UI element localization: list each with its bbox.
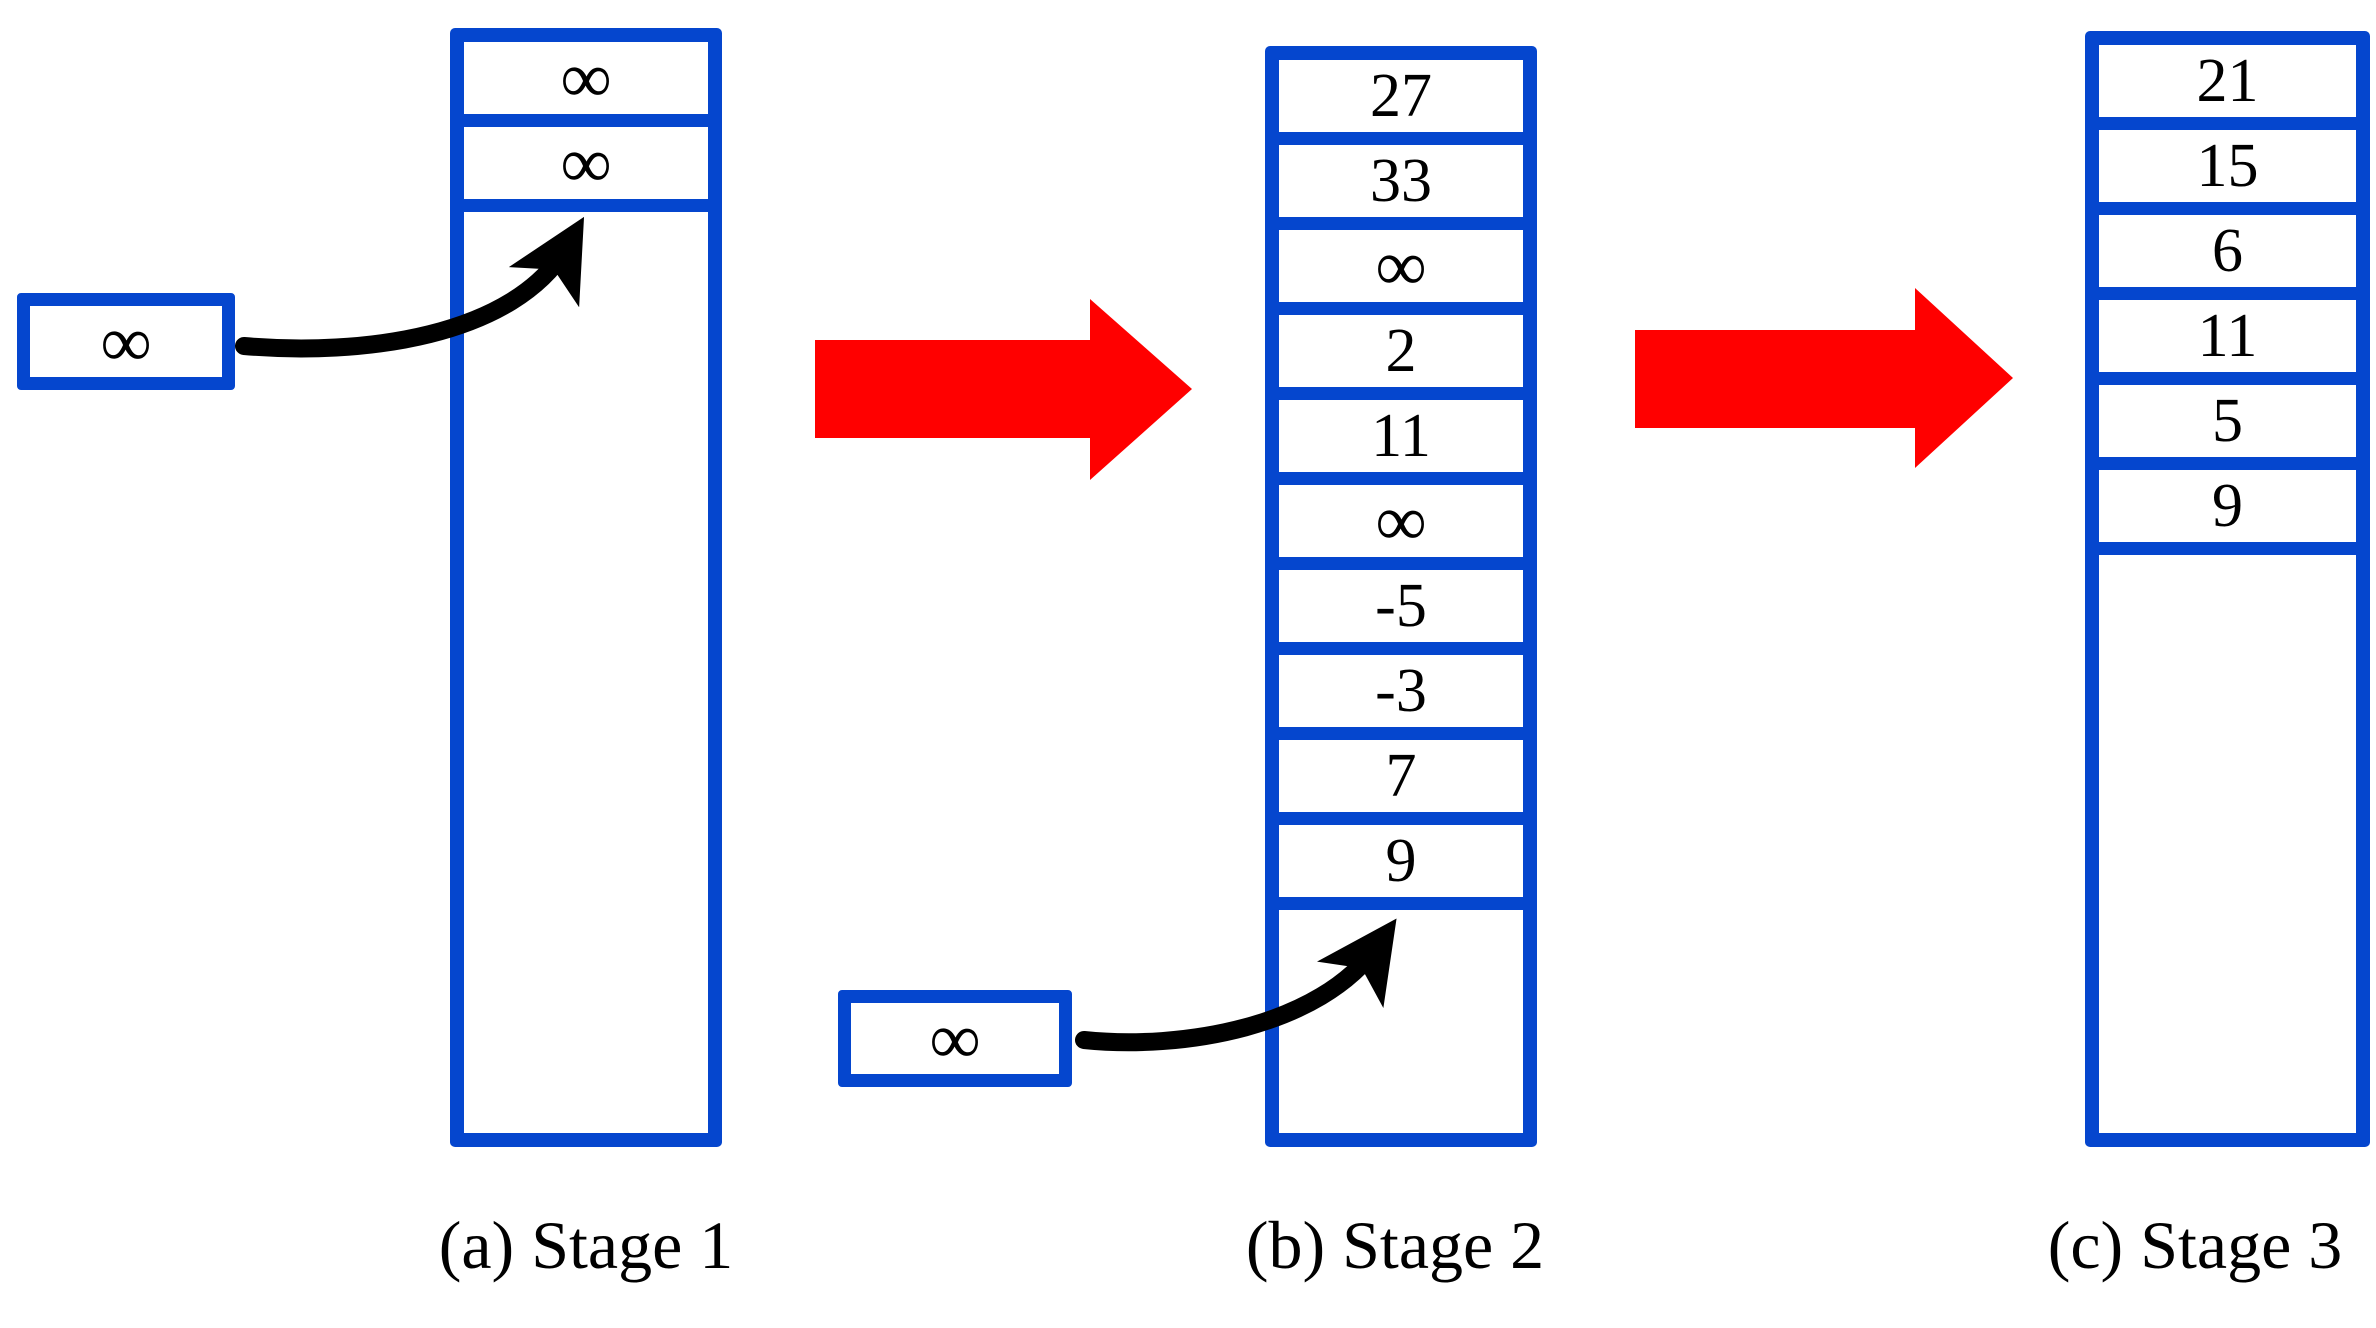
array-cell: 5: [2099, 385, 2356, 470]
stage2-pending-value: ∞: [929, 998, 981, 1079]
array-cell: 27: [1279, 60, 1523, 145]
array-cell: ∞: [464, 42, 708, 127]
array-cell: 6: [2099, 215, 2356, 300]
array-cell: 33: [1279, 145, 1523, 230]
stage3-caption: (c) Stage 3: [2047, 1207, 2343, 1283]
array-cell: 15: [2099, 130, 2356, 215]
array-cell: ∞: [464, 127, 708, 212]
stage2-pending-value-box: ∞: [838, 990, 1072, 1087]
red-arrow-stage2-to-stage3: [1635, 288, 2013, 468]
stage1-pending-value: ∞: [100, 301, 152, 382]
array-cell: 9: [1279, 825, 1523, 910]
array-cell: 21: [2099, 45, 2356, 130]
array-cell: ∞: [1279, 485, 1523, 570]
array-cell: 11: [2099, 300, 2356, 385]
stage1-caption: (a) Stage 1: [438, 1207, 734, 1283]
array-cell: ∞: [1279, 230, 1523, 315]
stage2-caption: (b) Stage 2: [1245, 1207, 1545, 1283]
array-cell: 9: [2099, 470, 2356, 555]
array-cell: 11: [1279, 400, 1523, 485]
stage1-pending-value-box: ∞: [17, 293, 235, 390]
array-cell: -5: [1279, 570, 1523, 655]
array-cell: 7: [1279, 740, 1523, 825]
array-cell: 2: [1279, 315, 1523, 400]
red-arrow-stage1-to-stage2: [815, 299, 1192, 480]
stage1-array-column: ∞∞: [450, 28, 722, 1147]
array-cell: -3: [1279, 655, 1523, 740]
